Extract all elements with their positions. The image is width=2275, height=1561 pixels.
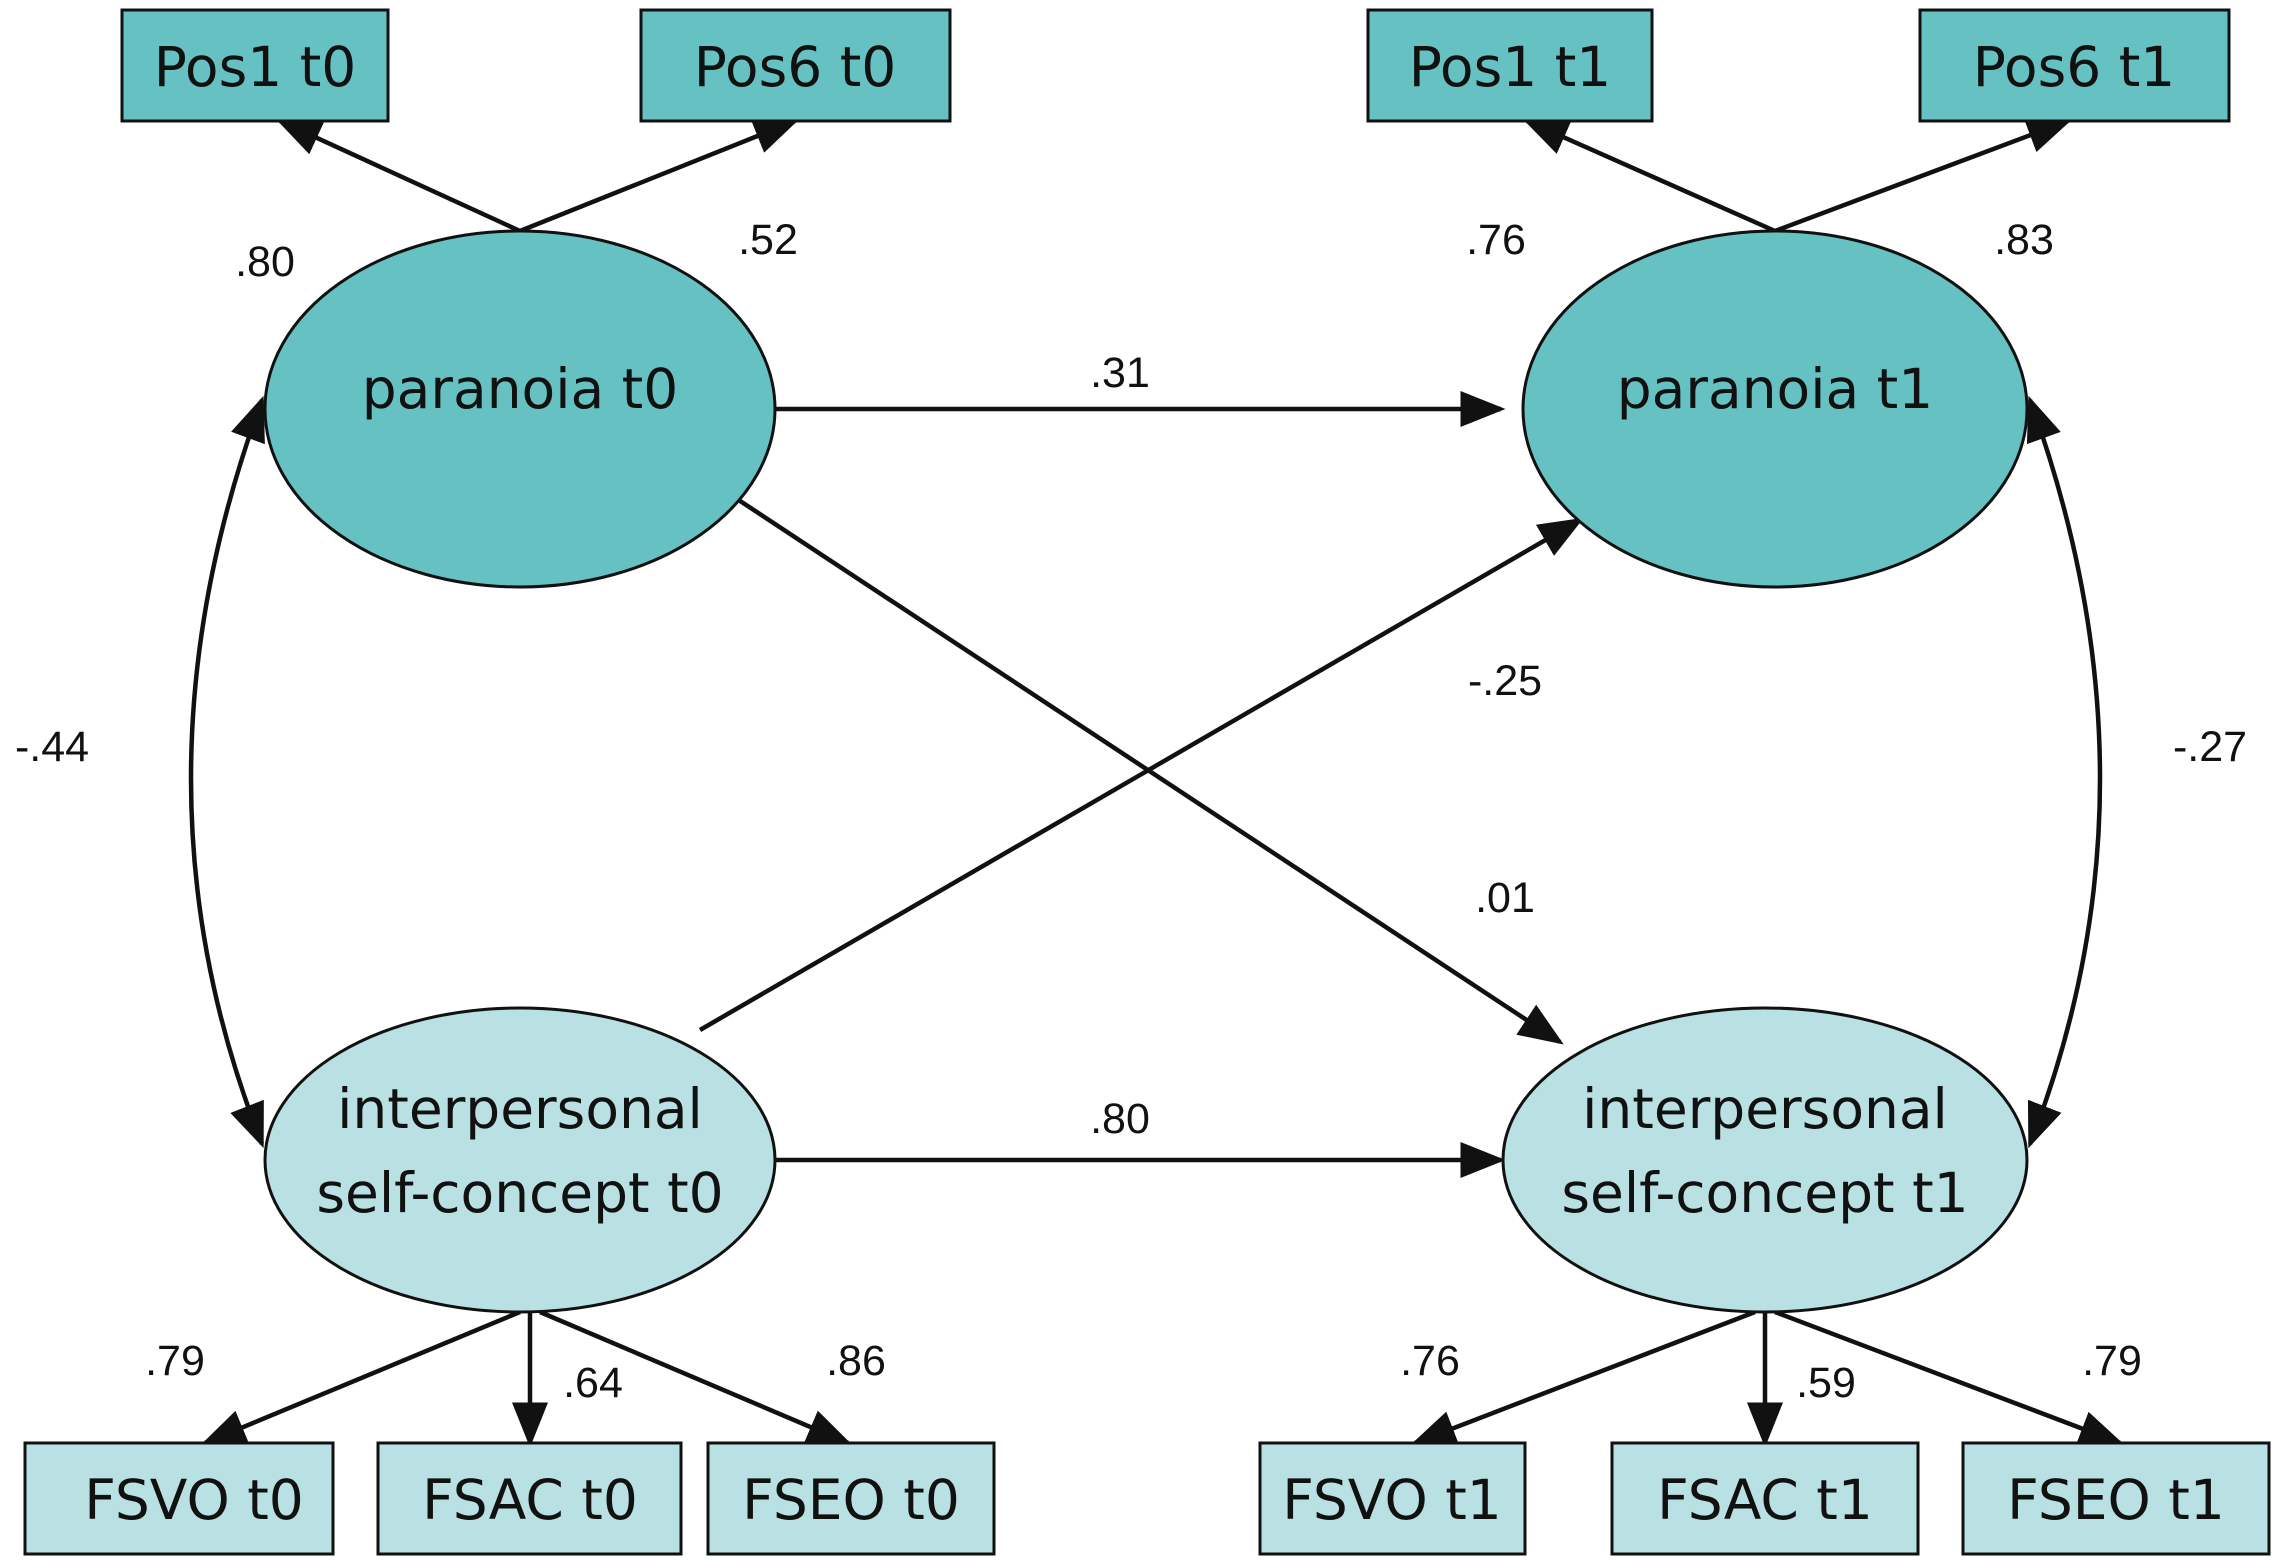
latent-label-line1: interpersonal — [1582, 1077, 1948, 1141]
coef-load-pos6-t1: .83 — [1994, 216, 2054, 264]
latent-label-line2: self-concept t1 — [1561, 1161, 1968, 1225]
loading-arrow-fsvo-t0 — [200, 1309, 521, 1446]
indicator-label: FSAC t0 — [422, 1468, 638, 1532]
indicator-label: Pos1 t1 — [1409, 35, 1612, 99]
indicator-box-fsac-t0: FSAC t0 — [376, 1441, 683, 1556]
bottom-indicators: FSVO t0 FSAC t0 FSEO t0 FSVO t1 FSAC t1 … — [23, 1441, 2271, 1556]
latent-ellipse — [263, 1006, 777, 1314]
indicator-label: FSAC t1 — [1657, 1468, 1873, 1532]
cross-arrow-self-to-paranoia — [698, 517, 1584, 1032]
coef-load-fsac-t1: .59 — [1796, 1359, 1856, 1407]
coef-load-pos6-t0: .52 — [738, 216, 798, 264]
latent-ellipse — [1521, 229, 2029, 589]
indicator-rect — [1961, 1441, 2271, 1556]
coef-load-pos1-t1: .76 — [1466, 216, 1526, 264]
loading-arrow-pos1-t0 — [275, 118, 521, 234]
indicator-rect — [376, 1441, 683, 1556]
coef-cross-paranoia-to-self: .01 — [1475, 874, 1535, 922]
latent-ellipse — [1501, 1006, 2029, 1314]
indicator-box-pos1-t1: Pos1 t1 — [1366, 8, 1654, 123]
indicator-label: FSEO t0 — [742, 1468, 960, 1532]
coef-load-pos1-t0: .80 — [235, 238, 295, 286]
latent-self-concept-t0: interpersonal self-concept t0 — [263, 1006, 777, 1314]
coef-load-fsac-t0: .64 — [563, 1359, 623, 1407]
indicator-label: Pos6 t1 — [1973, 35, 2176, 99]
indicator-rect — [1258, 1441, 1527, 1556]
latent-ellipse — [263, 229, 777, 589]
coef-load-fseo-t0: .86 — [826, 1337, 886, 1385]
indicator-rect — [1610, 1441, 1920, 1556]
indicator-rect — [23, 1441, 335, 1556]
indicator-rect — [706, 1441, 996, 1556]
coef-stability-paranoia: .31 — [1090, 349, 1150, 397]
latent-variables: paranoia t0 paranoia t1 interpersonal se… — [263, 229, 2029, 1314]
indicator-label: FSVO t1 — [1282, 1468, 1502, 1532]
loading-arrow-fseo-t0 — [539, 1309, 853, 1446]
latent-label-line1: interpersonal — [337, 1077, 703, 1141]
indicator-label: Pos6 t0 — [694, 35, 897, 99]
loading-arrow-pos1-t1 — [1522, 118, 1776, 234]
latent-self-concept-t1: interpersonal self-concept t1 — [1501, 1006, 2029, 1314]
coef-load-fsvo-t0: .79 — [145, 1337, 205, 1385]
indicator-rect — [1918, 8, 2231, 123]
coef-covariance-t0: -.44 — [15, 723, 89, 771]
edges — [188, 118, 2125, 1448]
latent-paranoia-t0: paranoia t0 — [263, 229, 777, 589]
covariance-arc-t0 — [188, 395, 265, 1149]
indicator-box-fseo-t0: FSEO t0 — [706, 1441, 996, 1556]
latent-label: paranoia t0 — [362, 357, 678, 421]
indicator-label: Pos1 t0 — [154, 35, 357, 99]
indicator-label: FSVO t0 — [84, 1468, 304, 1532]
indicator-box-fsvo-t1: FSVO t1 — [1258, 1441, 1527, 1556]
covariance-arc-t1 — [2026, 395, 2103, 1149]
coef-load-fseo-t1: .79 — [2082, 1337, 2142, 1385]
coef-load-fsvo-t1: .76 — [1400, 1337, 1460, 1385]
loading-arrow-fseo-t1 — [1774, 1309, 2125, 1446]
coef-stability-self-concept: .80 — [1090, 1095, 1150, 1143]
indicator-box-fsac-t1: FSAC t1 — [1610, 1441, 1920, 1556]
indicator-rect — [1366, 8, 1654, 123]
loading-arrow-fsvo-t1 — [1410, 1309, 1756, 1446]
loading-arrow-pos6-t1 — [1774, 118, 2073, 234]
cross-arrow-paranoia-to-self — [726, 491, 1564, 1045]
indicator-label: FSEO t1 — [2007, 1468, 2225, 1532]
indicator-box-fseo-t1: FSEO t1 — [1961, 1441, 2271, 1556]
latent-paranoia-t1: paranoia t1 — [1521, 229, 2029, 589]
latent-label: paranoia t1 — [1617, 357, 1933, 421]
indicator-box-pos6-t1: Pos6 t1 — [1918, 8, 2231, 123]
coef-cross-self-to-paranoia: -.25 — [1468, 657, 1542, 705]
indicator-box-pos1-t0: Pos1 t0 — [120, 8, 390, 123]
indicator-box-fsvo-t0: FSVO t0 — [23, 1441, 335, 1556]
indicator-rect — [639, 8, 952, 123]
top-indicators: Pos1 t0 Pos6 t0 Pos1 t1 Pos6 t1 — [120, 8, 2231, 123]
indicator-box-pos6-t0: Pos6 t0 — [639, 8, 952, 123]
latent-label-line2: self-concept t0 — [316, 1161, 723, 1225]
coefficient-labels: .80 .52 .76 .83 .31 -.25 .01 .80 -.44 -.… — [15, 216, 2247, 1407]
coef-covariance-t1: -.27 — [2173, 723, 2247, 771]
indicator-rect — [120, 8, 390, 123]
loading-arrow-pos6-t0 — [519, 118, 800, 234]
